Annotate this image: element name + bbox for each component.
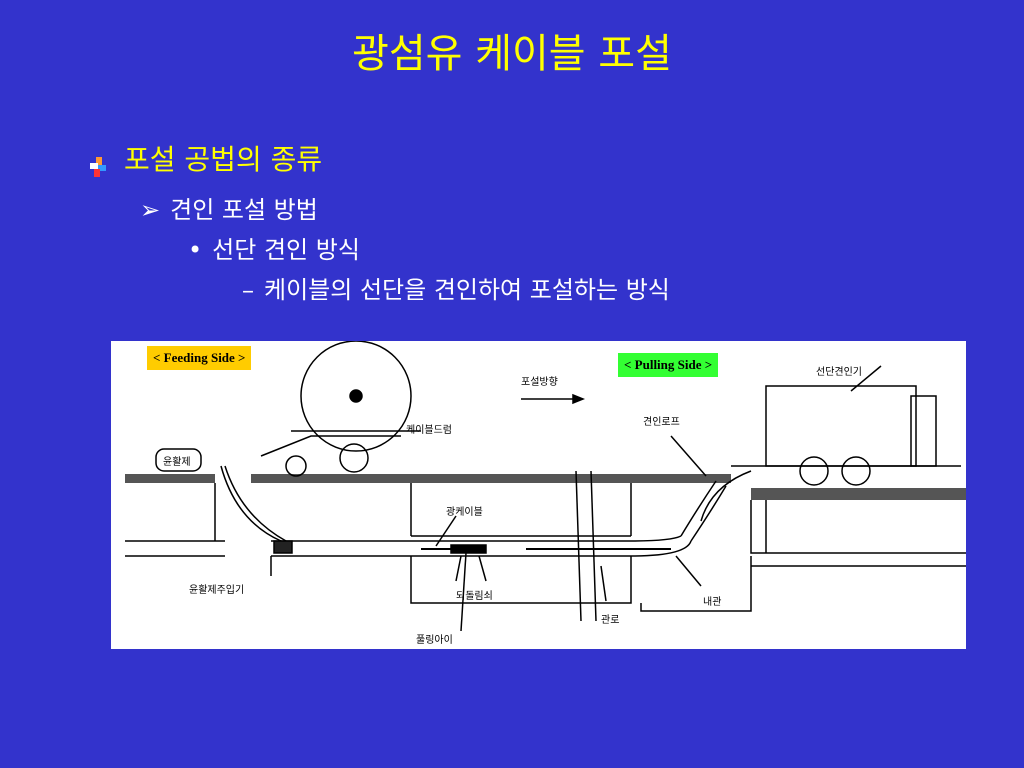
bullet-level1: 포설 공법의 종류 [90, 142, 322, 178]
bullet-level4: –케이블의 선단을 견인하여 포설하는 방식 [242, 274, 670, 306]
label-lubricant-injector: 윤활제주입기 [189, 585, 245, 596]
label-direction: 포설방향 [521, 377, 558, 388]
bullet-level2: ➢ 견인 포설 방법 [140, 194, 318, 226]
label-winch: 선단견인기 [816, 367, 862, 378]
slide-title: 광섬유 케이블 포설 [352, 31, 672, 77]
label-duct: 관로 [601, 615, 620, 626]
bullet-level4-text: 케이블의 선단을 견인하여 포설하는 방식 [264, 276, 670, 304]
pulling-side-tag: < Pulling Side > [618, 353, 719, 377]
bullet-level1-text: 포설 공법의 종류 [124, 143, 323, 176]
cable-pulling-diagram: < Feeding Side > < Pulling Side > 포설방향 케… [111, 341, 966, 649]
label-cable-drum: 케이블드럼 [406, 425, 452, 436]
bullet-level2-text: 견인 포설 방법 [170, 196, 318, 224]
label-lubricant: 윤활제 [163, 457, 191, 468]
label-pulling-eye: 풀링아이 [416, 635, 453, 646]
dot-bullet-icon: • [188, 236, 203, 264]
label-inner-duct: 내관 [703, 597, 722, 608]
bullet-level3: • 선단 견인 방식 [188, 234, 360, 266]
label-pulling-rope: 견인로프 [643, 417, 680, 428]
dash-bullet-icon: – [242, 276, 254, 304]
arrow-bullet-icon: ➢ [140, 196, 161, 224]
diagram-drawing [125, 341, 966, 632]
bullet-level3-text: 선단 견인 방식 [212, 236, 360, 264]
label-optical-cable: 광케이블 [446, 507, 483, 518]
bullet-square-icon [90, 150, 108, 177]
label-swivel: 되돌림쇠 [456, 591, 493, 602]
feeding-side-tag: < Feeding Side > [147, 346, 252, 370]
